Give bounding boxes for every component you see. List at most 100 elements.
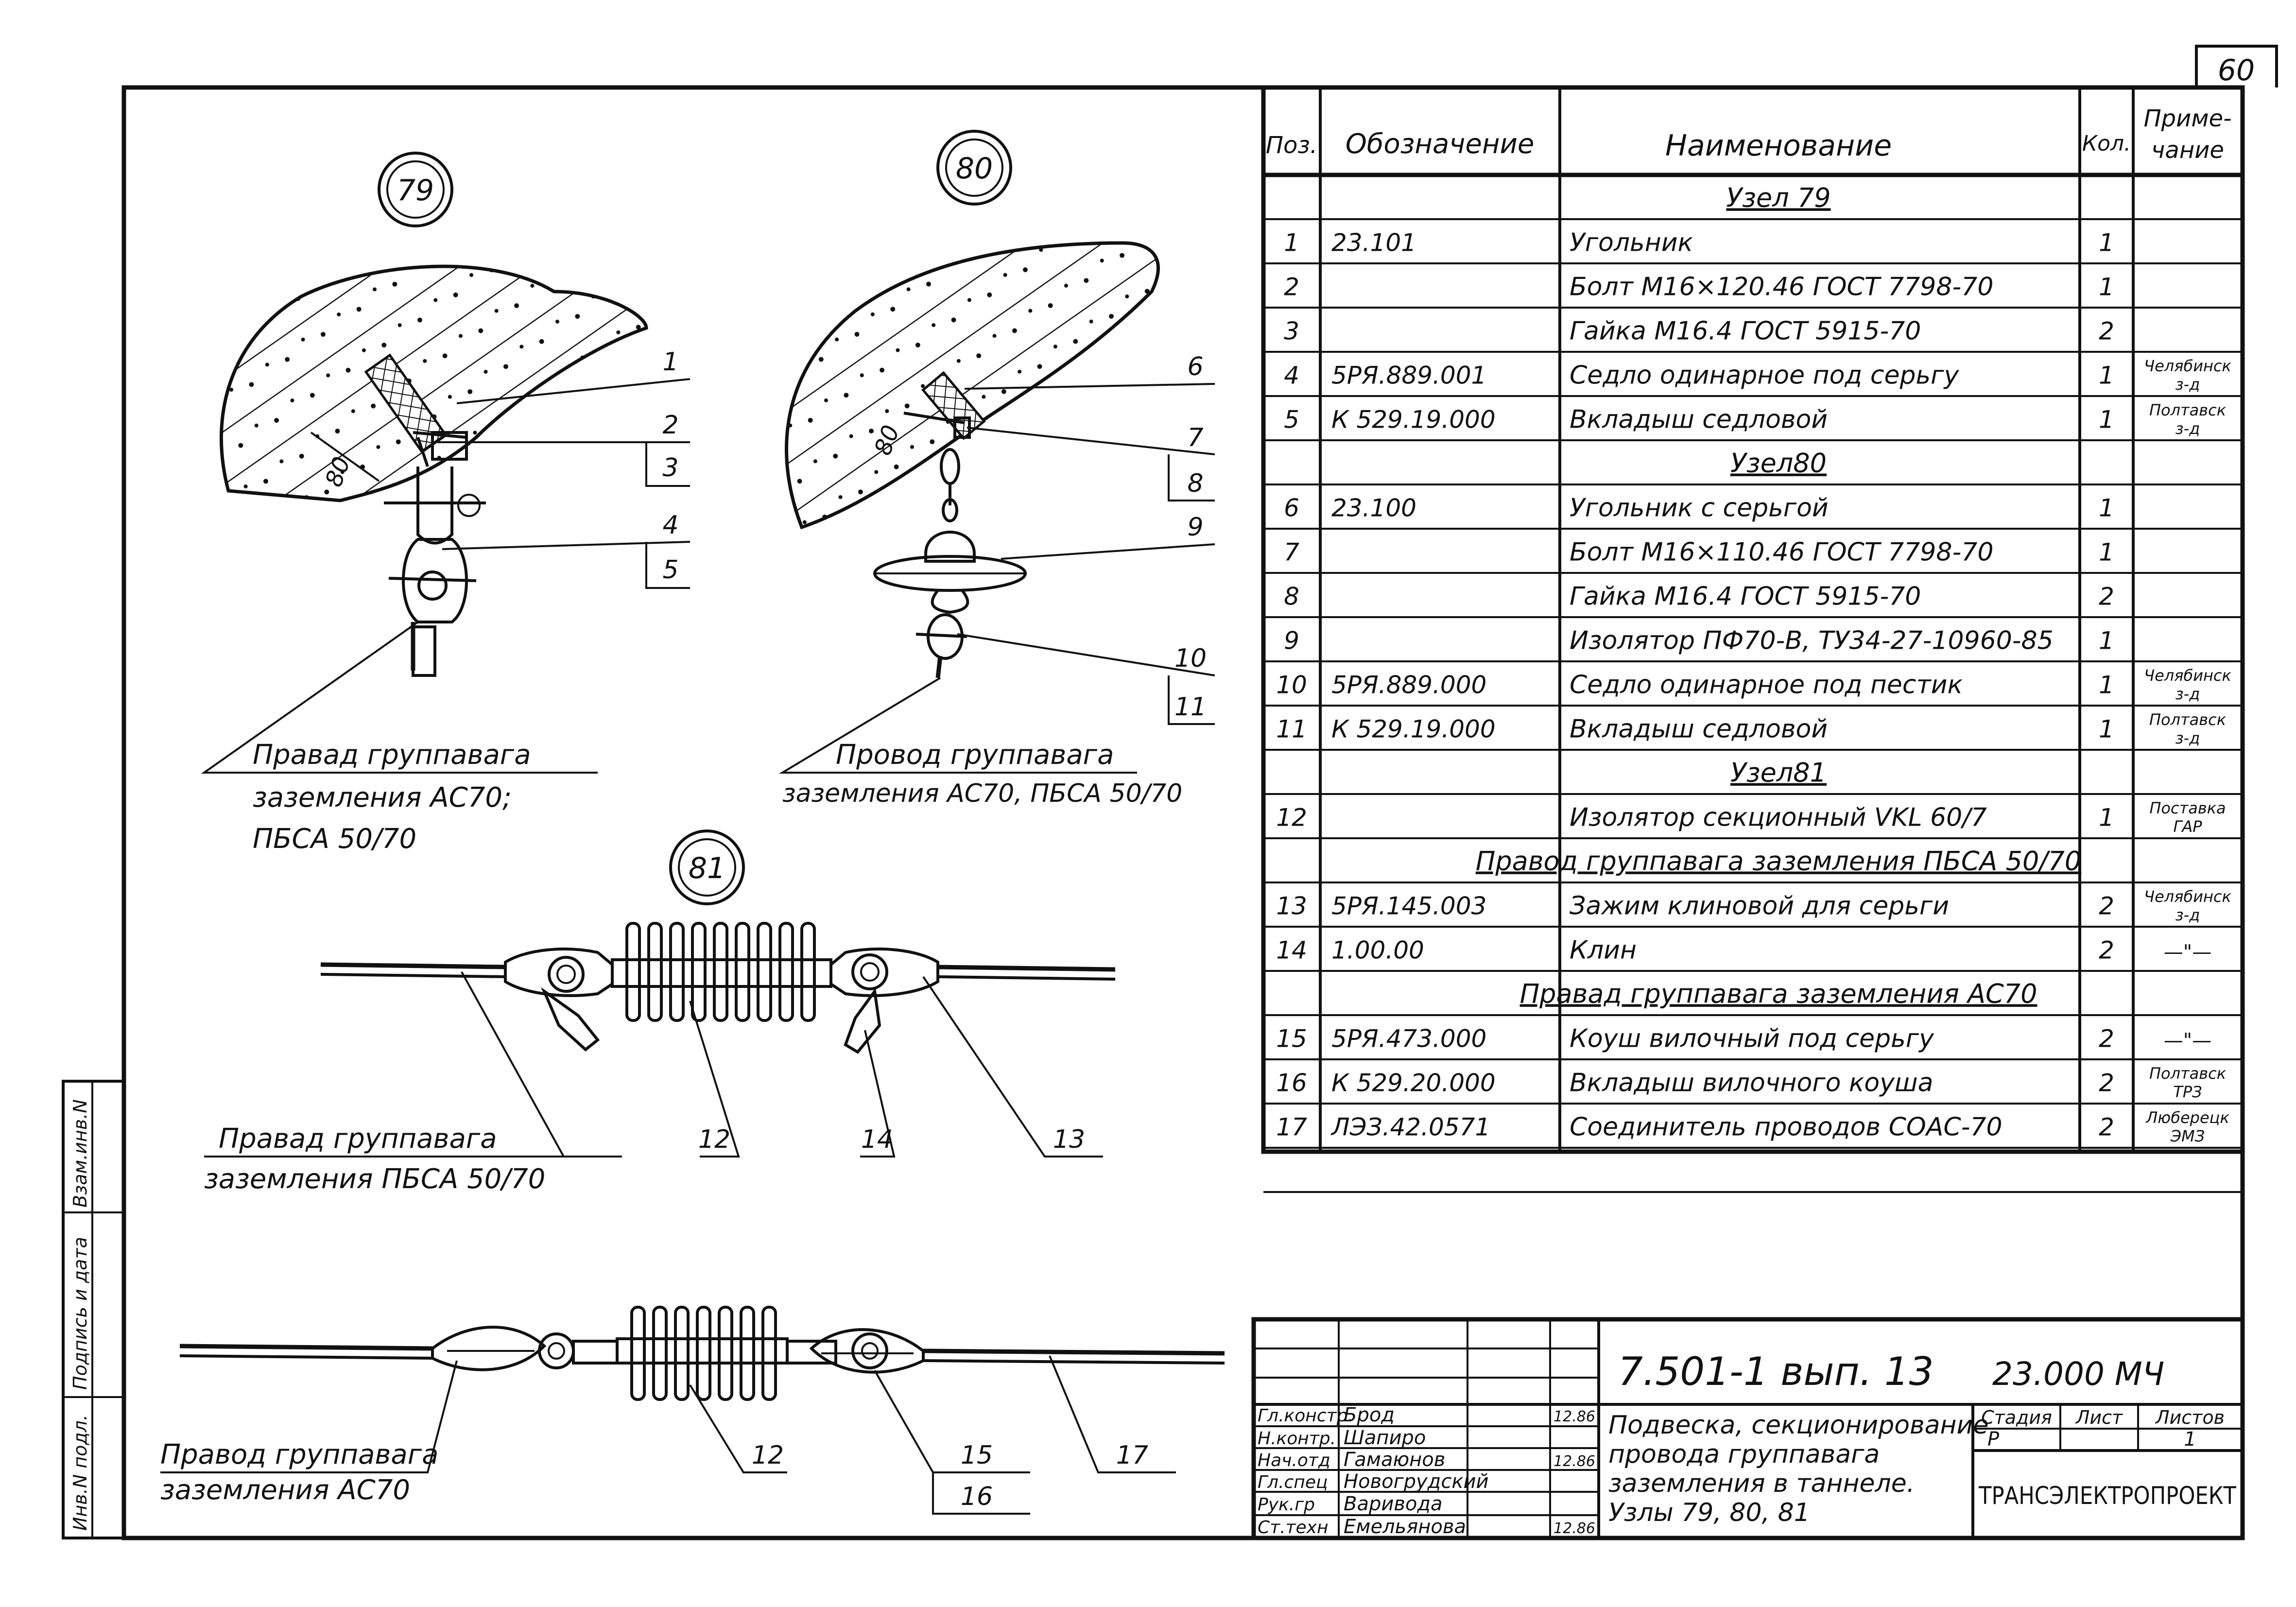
- spec-cell-note: ЭМЗ: [2170, 1127, 2205, 1145]
- spec-cell-note: Полтавск: [2149, 1064, 2227, 1083]
- spec-cell-name: Вкладыш седловой: [1570, 715, 1828, 744]
- callout-14: 14: [861, 1125, 893, 1154]
- title-block-role: Н.контр.: [1258, 1429, 1336, 1449]
- spec-cell-name: Седло одинарное под серьгу: [1570, 361, 1959, 390]
- spec-cell-pos: 16: [1276, 1069, 1307, 1097]
- spec-cell-qty: 1: [2099, 627, 2114, 655]
- spec-cell-pos: 4: [1284, 362, 1299, 390]
- spec-cell-note: —"—: [2164, 1030, 2211, 1052]
- callout-13: 13: [1053, 1125, 1085, 1154]
- spec-cell-designation: 5РЯ.889.001: [1331, 362, 1486, 390]
- spec-cell-designation: ЛЭЗ.42.0571: [1330, 1113, 1490, 1141]
- title-block-role: Гл.спец: [1258, 1472, 1328, 1492]
- spec-cell-note: ГАР: [2173, 817, 2202, 836]
- caption-81-line2: заземления ПБСА 50/70: [204, 1163, 545, 1195]
- spec-cell-pos: 6: [1284, 494, 1299, 522]
- spec-cell-note: —"—: [2164, 941, 2211, 964]
- spec-section-title: Правод группавага заземления ПБСА 50/70: [1476, 846, 2082, 877]
- stage-value: Р: [1987, 1428, 2000, 1451]
- spec-cell-pos: 13: [1276, 892, 1307, 920]
- callout-16: 16: [961, 1482, 993, 1511]
- spec-cell-pos: 9: [1284, 627, 1299, 655]
- node-80-diagram: 80 80 6 7 8 9 10 11 Провод группавага: [778, 130, 1215, 808]
- title-line3: заземления в таннеле.: [1608, 1469, 1915, 1498]
- spec-cell-pos: 12: [1276, 804, 1307, 832]
- caption-79-line3: ПБСА 50/70: [253, 823, 416, 855]
- spec-cell-name: Угольник с серьгой: [1570, 494, 1829, 523]
- spec-cell-qty: 2: [2099, 1069, 2114, 1097]
- sheet-number-box: 60: [2195, 45, 2278, 87]
- spec-cell-pos: 7: [1284, 538, 1299, 567]
- spec-cell-qty: 1: [2099, 804, 2114, 832]
- title-block-date: 12.86: [1554, 1453, 1595, 1470]
- spec-cell-qty: 1: [2099, 671, 2114, 699]
- title-block-name: Новогрудский: [1344, 1470, 1488, 1493]
- spec-cell-note: Челябинск: [2144, 887, 2231, 906]
- callout-10: 10: [1174, 644, 1207, 673]
- callout-5: 5: [662, 555, 678, 585]
- spec-cell-name: Клин: [1570, 936, 1637, 965]
- spec-cell-qty: 1: [2099, 494, 2114, 522]
- spec-cell-note: Челябинск: [2144, 357, 2231, 375]
- side-stamp: Инв.N подл. Подпись и дата Взам.инв.N: [62, 1080, 125, 1539]
- side-stamp-sign: Подпись и дата: [69, 1237, 91, 1390]
- callout-12a: 12: [698, 1125, 730, 1154]
- spec-cell-name: Угольник: [1570, 228, 1693, 258]
- node-80-label: 80: [956, 152, 993, 186]
- spec-cell-designation: 5РЯ.145.003: [1331, 892, 1486, 920]
- spec-cell-name: Изолятор ПФ70-В, ТУ34-27-10960-85: [1570, 626, 2054, 656]
- side-stamp-replace: Взам.инв.N: [69, 1099, 91, 1208]
- callout-12b: 12: [752, 1441, 784, 1470]
- spec-header-designation: Обозначение: [1346, 128, 1535, 160]
- title-line1: Подвеска, секционирование: [1608, 1411, 1988, 1440]
- title-block-name: Брод: [1344, 1404, 1395, 1426]
- sheet-number: 60: [2218, 53, 2255, 87]
- spec-cell-designation: К 529.19.000: [1331, 715, 1496, 743]
- spec-section-title: Узел80: [1730, 448, 1827, 479]
- node-80-circle-outer: [936, 130, 1012, 206]
- spec-header-note-l2: чание: [2151, 137, 2224, 164]
- spec-cell-name: Вкладыш вилочного коуша: [1570, 1069, 1933, 1098]
- title-block-date: 12.86: [1554, 1408, 1595, 1425]
- spec-section-title: Узел81: [1730, 758, 1827, 788]
- spec-cell-qty: 2: [2099, 1113, 2114, 1141]
- title-block-name: Шапиро: [1344, 1427, 1426, 1449]
- spec-cell-name: Коуш вилочный под серьгу: [1570, 1024, 1934, 1054]
- spec-cell-note: з-д: [2175, 375, 2200, 394]
- side-stamp-inv: Инв.N подл.: [69, 1415, 91, 1531]
- caption-b-line2: заземления АС70: [160, 1474, 410, 1506]
- spec-cell-designation: 5РЯ.473.000: [1331, 1025, 1486, 1053]
- caption-81-line1: Правад группавага: [219, 1123, 497, 1155]
- tunnel-wall-80: [785, 241, 1160, 530]
- spec-header-pos: Поз.: [1266, 132, 1317, 159]
- stage-label: Стадия: [1981, 1407, 2052, 1428]
- sheet-label: Лист: [2075, 1407, 2123, 1428]
- spec-header-note-l1: Приме-: [2144, 105, 2232, 132]
- callout-3: 3: [662, 453, 678, 483]
- title-block-role: Ст.техн: [1258, 1518, 1329, 1538]
- spec-cell-pos: 3: [1284, 317, 1299, 346]
- spec-cell-name: Соединитель проводов СОАС-70: [1570, 1113, 2003, 1142]
- sheets-label: Листов: [2155, 1407, 2225, 1428]
- node-79-circle-outer: [378, 152, 453, 227]
- insulator-ac70: [616, 1306, 789, 1401]
- spec-header-qty: Кол.: [2082, 131, 2131, 156]
- callout-4: 4: [662, 511, 678, 540]
- node-81-diagram: 81 12 14: [204, 829, 1116, 1195]
- node-79-label: 79: [397, 173, 434, 207]
- title-block-role: Гл.констр.: [1258, 1406, 1353, 1426]
- node-81-label: 81: [689, 851, 725, 885]
- spec-cell-name: Изолятор секционный VKL 60/7: [1570, 803, 1987, 832]
- spec-cell-note: Люберецк: [2145, 1108, 2229, 1127]
- doc-code: 7.501-1 вып. 13: [1618, 1349, 1934, 1394]
- spec-cell-qty: 2: [2099, 892, 2114, 920]
- title-block-name: Гамаюнов: [1344, 1449, 1445, 1471]
- sheets-value: 1: [2184, 1428, 2196, 1451]
- title-line4: Узлы 79, 80, 81: [1608, 1498, 1810, 1527]
- ac70-assembly-diagram: Правод группавага заземления АС70 12 15 …: [160, 1306, 1225, 1515]
- spec-cell-qty: 1: [2099, 406, 2114, 434]
- spec-cell-qty: 1: [2099, 273, 2114, 301]
- caption-79-line1: Правад группавага: [253, 739, 531, 771]
